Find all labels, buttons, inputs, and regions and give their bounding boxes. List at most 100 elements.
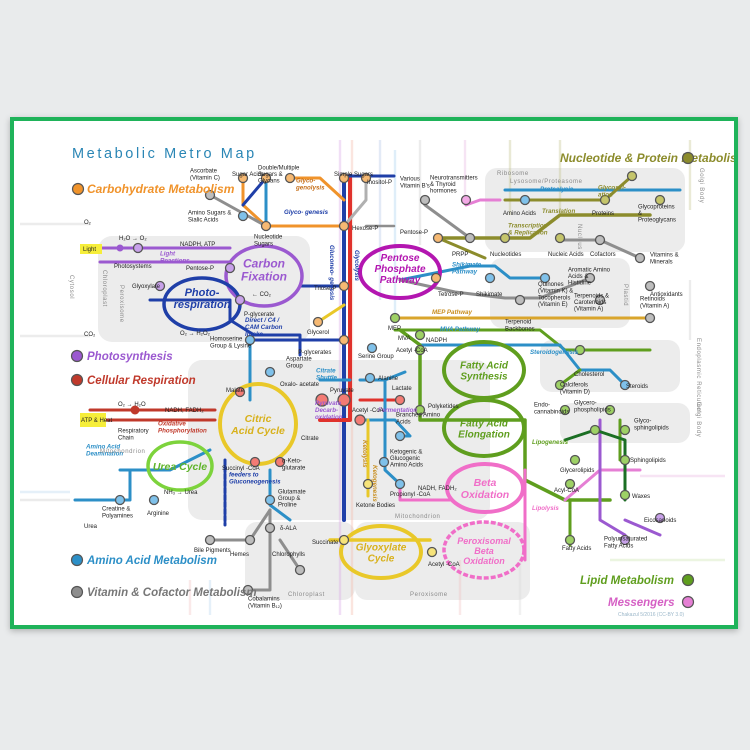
region-peroxisome-top-label: Peroxisome [118, 285, 124, 323]
region-ribosome-label: Ribosome [497, 171, 529, 177]
node-urea: Urea [84, 524, 98, 530]
node-cobalamins: Cobalamins(Vitamin B₁₂) [248, 597, 282, 610]
node-acetyl-coa-mid: Acetyl -CoA [352, 408, 384, 414]
node-o2-h2o: O₂ → H₂O [118, 402, 146, 408]
node-sugar-acids: Sugar Acids [232, 172, 264, 178]
light-box [80, 244, 102, 254]
node-co2-left: CO₂ [84, 332, 96, 338]
node-terpenoids: Terpenoids &Carotenoids(Vitamin A) [574, 293, 609, 312]
node-nh3-urea: NH₃ → Urea [164, 490, 198, 496]
legend-respiration: Cellular Respiration [87, 375, 196, 387]
carbon-fixation-loop [224, 244, 304, 308]
light-label: Light [83, 247, 96, 253]
node-nadh-fadh-left: NADH, FADH₂ [165, 408, 204, 414]
node-arginine: Arginine [147, 511, 170, 517]
node-retinoids: Retinoids(Vitamin A) [640, 297, 669, 310]
node-nucleotides: Nucleotides [490, 252, 521, 258]
pentose-phosphate-loop [358, 244, 442, 300]
label-urea: Urea Cycle [153, 461, 207, 473]
node-nadph-atp: NADPH, ATP [180, 242, 215, 248]
node-serine-group: Serine Group [358, 354, 394, 360]
node-alanine: Alanine [378, 376, 399, 382]
node-propionyl-coa: Propionyl -CoA [390, 492, 430, 498]
fatty-elongation-loop [442, 398, 526, 458]
region-golgi-mid-label: Golgi Body [695, 402, 701, 437]
node-steroids: Steroids [626, 384, 648, 390]
node-endocannabinoids: Endo-cannabinoids [534, 403, 569, 416]
node-co2-cf: ← CO₂ [252, 292, 272, 298]
region-plastid-label: Plastid [622, 284, 628, 306]
metro-map: Metabolic Metro Map Carbohydrate Metabol… [20, 140, 748, 618]
node-creatine: Creatine &Polyamines [102, 507, 133, 520]
region-peroxisome-bottom-label: Peroxisome [410, 592, 448, 598]
node-succinyl-coa: Succinyl -CoA [222, 466, 260, 472]
node-photosystems: Photosystems [114, 264, 152, 270]
region-mitochondrion [188, 360, 490, 520]
legend-nucleotide-protein: Nucleotide & Protein Metabolism [560, 151, 734, 165]
node-h2o-o2: H₂O → O₂ [119, 236, 147, 242]
path-lipogenesis: Lipogenesis [532, 439, 569, 446]
node-acyl-coa: Acyl-CoA [554, 488, 579, 494]
transit-lines [73, 174, 682, 592]
node-lactate: Lactate [392, 386, 412, 392]
path-glycogenolysis: Glyco-genolysis [295, 178, 325, 192]
node-nadph: NADPH [426, 338, 447, 344]
node-acetyl-coa-top: Acetyl -CoA [396, 348, 428, 354]
region-chloroplast-bottom-label: Chloroplast [288, 592, 325, 598]
legend-vitamin: Vitamin & Cofactor Metabolism [87, 587, 257, 599]
peroxisomal-loop [442, 520, 526, 580]
node-glycerophospholipids: Glycero-phospholipids [574, 401, 611, 414]
node-eicosanoids: Eicosanoids [644, 518, 676, 524]
atp-heat-box [80, 413, 106, 427]
node-nadh-fadh-beta: NADH, FADH₂ [418, 486, 457, 492]
legend-amino-acid: Amino Acid Metabolism [86, 555, 217, 567]
region-mitochondrion-left-label: Mitochondrion [100, 449, 146, 455]
legend-carbohydrate: Carbohydrate Metabolism [87, 182, 235, 196]
node-quinones: Quinones(Vitamin K) &Tocopherols(Vitamin… [538, 282, 573, 308]
path-steroidogenesis: Steroidogenesis [530, 349, 579, 356]
path-translation: Translation [542, 208, 575, 215]
region-golgi-top-label: Golgi Body [698, 168, 704, 203]
legend: Carbohydrate Metabolism Nucleotide & Pro… [70, 151, 748, 609]
credit: Chakazul 5/2016 (CC-BY 3.0) [618, 612, 684, 618]
node-nucleic-acids: Nucleic Acids [548, 252, 584, 258]
respiration-burst-icon [130, 405, 140, 415]
path-ketogenesis: Ketogenesis [371, 465, 378, 502]
path-glycosylation: Glycosyl-ation [598, 185, 626, 199]
region-er [540, 340, 680, 392]
path-transcription: Transcription& Replication [508, 223, 548, 237]
map-title: Metabolic Metro Map [72, 146, 257, 162]
path-gluconeogenesis: Gluconeo- genesis [328, 245, 335, 301]
node-bile-pigments: Bile Pigments [194, 548, 231, 554]
node-proteins: Proteins [592, 211, 614, 217]
node-d-ala: δ-ALA [280, 526, 297, 532]
region-lysosome-label: Lysosome/Proteasome [510, 179, 583, 185]
node-oxaloacetate: Oxalo- acetate [280, 382, 320, 388]
region-nucleus-label: Nucleus [576, 224, 582, 250]
node-sphingolipids: Sphingolipids [630, 458, 666, 464]
node-glyoxylate: Glyoxylate [132, 284, 161, 290]
node-mva: MVA [398, 336, 411, 342]
node-prpp: PRPP [452, 252, 468, 258]
node-cofactors: Cofactors [590, 252, 616, 258]
label-photorespiration: Photo-respiration [174, 287, 231, 311]
node-pentose-p-top: Pentose-P [400, 230, 428, 236]
